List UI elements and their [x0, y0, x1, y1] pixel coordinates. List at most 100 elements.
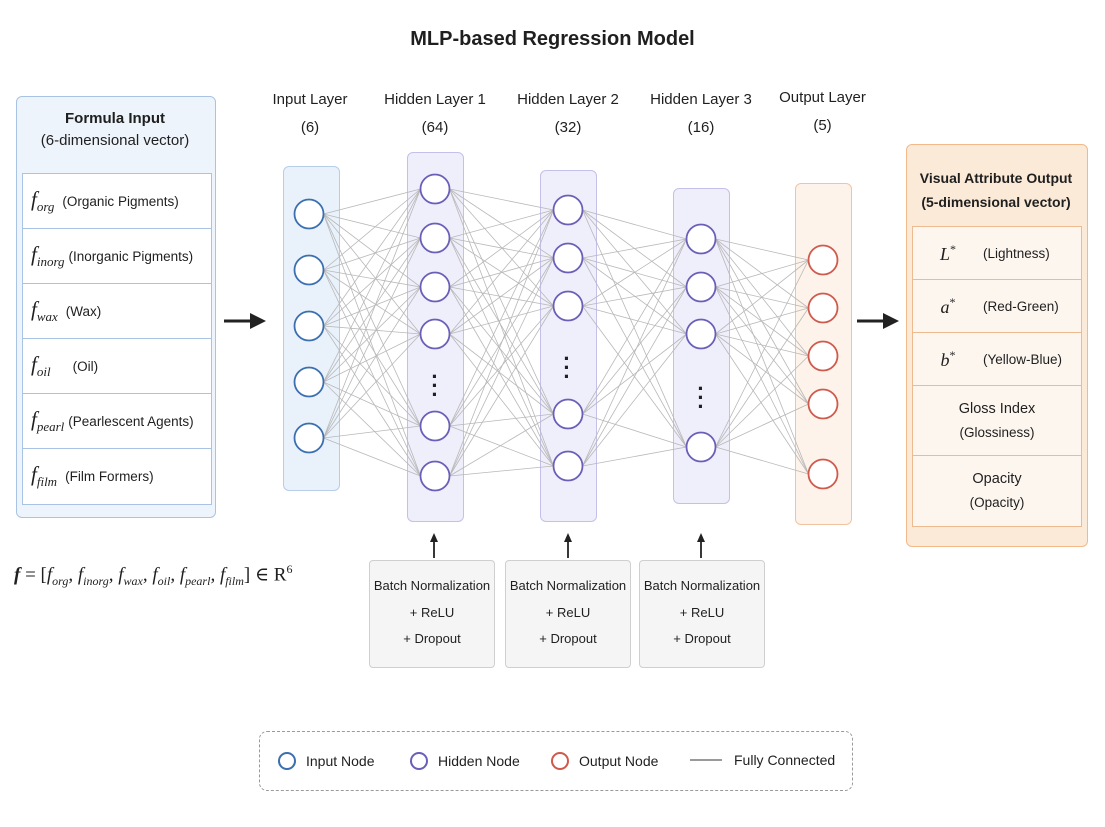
- hidden-1-node: [419, 460, 451, 492]
- hidden-3-node: [685, 271, 717, 303]
- bn3-arrow-head: [697, 533, 705, 542]
- connection-edge: [582, 333, 687, 467]
- output-attribute-lightness: L* (Lightness): [913, 227, 1081, 280]
- connection-edge: [323, 269, 421, 427]
- input-node: [293, 422, 325, 454]
- connection-edge: [323, 325, 421, 335]
- connection-edge: [715, 259, 809, 335]
- feature-label: (Organic Pigments): [62, 193, 179, 209]
- connection-edge: [323, 325, 421, 477]
- hidden-2-node: [552, 194, 584, 226]
- connection-edge: [449, 305, 554, 477]
- feature-label: (Oil): [72, 358, 99, 374]
- visual-output-header: Visual Attribute Output (5-dimensional v…: [906, 166, 1086, 214]
- output-node: [807, 340, 839, 372]
- diagram-title: MLP-based Regression Model: [410, 28, 695, 50]
- feature-symbol: fpearl: [31, 406, 65, 435]
- connection-edge: [323, 188, 421, 327]
- input-node-icon: [278, 752, 296, 770]
- connection-edge: [323, 237, 421, 327]
- connection-edge: [323, 325, 421, 427]
- formula-vector-definition: f = [forg, finorg, fwax, foil, fpearl, f…: [14, 562, 293, 589]
- hidden-3-node: [685, 431, 717, 463]
- connection-edge: [449, 209, 554, 427]
- connection-edge: [323, 286, 421, 383]
- connection-edge: [323, 213, 421, 288]
- formula-input-item: finorg (Inorganic Pigments): [23, 229, 211, 284]
- hidden-1-node: [419, 271, 451, 303]
- layer-label-hidden-1: Hidden Layer 1 (64): [384, 91, 486, 136]
- connection-edge: [715, 307, 809, 448]
- connection-edge: [582, 238, 687, 467]
- layer-label-hidden-3: Hidden Layer 3 (16): [650, 91, 752, 136]
- feature-label: (Wax): [65, 303, 102, 319]
- fully-connected-edges: [323, 188, 809, 477]
- connection-edge: [715, 286, 809, 405]
- connection-edge: [323, 188, 421, 271]
- bn1-arrow-head: [430, 533, 438, 542]
- bn2-arrow-head: [564, 533, 572, 542]
- feature-label: (Film Formers): [65, 469, 154, 484]
- connection-edge: [715, 259, 809, 448]
- connection-edge: [582, 238, 687, 415]
- connection-edge: [323, 188, 421, 439]
- connection-edge: [582, 286, 687, 307]
- connection-edge: [323, 437, 421, 477]
- input-node: [293, 254, 325, 286]
- hidden-1-node: [419, 318, 451, 350]
- connection-edge: [323, 213, 421, 335]
- connection-edge: [582, 209, 687, 240]
- connection-edge: [715, 355, 809, 448]
- formula-input-item: forg (Organic Pigments): [23, 174, 211, 229]
- arrows: [224, 313, 899, 558]
- hidden-2-node: [552, 398, 584, 430]
- connection-edge: [582, 286, 687, 467]
- connection-edge: [323, 213, 421, 427]
- connection-edge: [449, 465, 554, 477]
- connection-edge: [449, 209, 554, 239]
- connection-edge: [449, 188, 554, 211]
- connection-edge: [323, 381, 421, 477]
- hidden-1-node: [419, 222, 451, 254]
- formula-input-item: fpearl (Pearlescent Agents): [23, 394, 211, 449]
- formula-input-header: Formula Input (6-dimensional vector): [16, 108, 214, 152]
- connection-edge: [323, 188, 421, 215]
- connection-edge: [323, 333, 421, 383]
- hidden-2-node: [552, 450, 584, 482]
- connection-edge: [449, 413, 554, 477]
- feature-symbol: forg: [31, 186, 55, 215]
- connection-edge: [323, 269, 421, 288]
- connection-edge: [449, 188, 554, 415]
- connection-edge: [582, 413, 687, 448]
- connection-edge: [323, 237, 421, 383]
- batch-norm-box-3: Batch Normalization + ReLU + Dropout: [639, 560, 765, 668]
- connection-edge: [449, 209, 554, 335]
- connection-edge: [582, 257, 687, 335]
- connection-edge: [323, 213, 421, 239]
- connection-edge: [323, 237, 421, 271]
- connection-edge: [449, 257, 554, 335]
- layer-label-hidden-2: Hidden Layer 2 (32): [517, 91, 619, 136]
- batch-norm-box-1: Batch Normalization + ReLU + Dropout: [369, 560, 495, 668]
- feature-symbol: fwax: [31, 296, 58, 325]
- legend-output-node: Output Node: [551, 752, 658, 770]
- connection-edge: [449, 286, 554, 467]
- connection-edge: [323, 269, 421, 477]
- visual-output-subtitle: (5-dimensional vector): [921, 194, 1071, 210]
- connection-edge: [582, 446, 687, 467]
- connection-edge: [582, 238, 687, 259]
- input-node: [293, 198, 325, 230]
- hidden-1-node: [419, 173, 451, 205]
- connection-edge: [715, 333, 809, 475]
- opacity-subtitle: (Opacity): [969, 495, 1025, 510]
- connection-edge: [582, 238, 687, 307]
- attribute-symbol: b*: [940, 347, 956, 370]
- connection-edge: [715, 286, 809, 475]
- connection-edge: [582, 305, 687, 335]
- visual-output-list: L* (Lightness) a* (Red-Green) b* (Yellow…: [912, 226, 1082, 527]
- gloss-subtitle: (Glossiness): [959, 424, 1035, 440]
- output-attribute-gloss: Gloss Index (Glossiness): [913, 386, 1081, 456]
- input-node: [293, 310, 325, 342]
- connection-edge: [323, 188, 421, 383]
- output-node: [807, 388, 839, 420]
